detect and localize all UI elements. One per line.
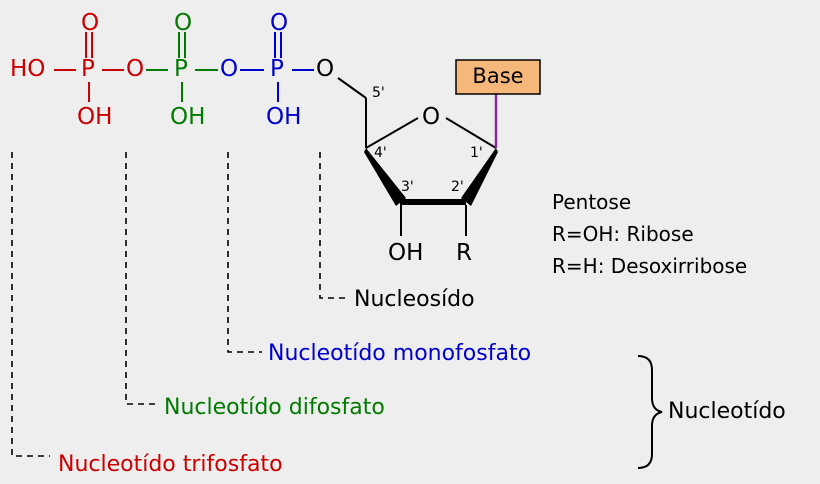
nucleotide-brace bbox=[637, 355, 663, 469]
p2-oxo-label: O bbox=[174, 10, 193, 36]
base-label: Base bbox=[472, 64, 524, 88]
dashed-guide-triphosphate bbox=[11, 152, 50, 457]
p1-oh-label: OH bbox=[77, 104, 113, 130]
pentose-title: Pentose bbox=[552, 190, 632, 214]
nucleotide-label: Nucleotído bbox=[668, 399, 786, 424]
diphosphate-label: Nucleotído difosfato bbox=[164, 395, 385, 420]
sugar-r-label: R bbox=[456, 240, 472, 266]
carbon-2-label: 2' bbox=[451, 179, 464, 195]
p3-oxo-label: O bbox=[270, 10, 289, 36]
bridge-o3-label: O bbox=[316, 56, 335, 82]
carbon-5-label: 5' bbox=[372, 85, 385, 101]
dashed-guide-diphosphate bbox=[125, 152, 158, 405]
bridge-o1-label: O bbox=[126, 56, 145, 82]
base-box bbox=[455, 59, 541, 95]
ho-label: HO bbox=[10, 56, 46, 82]
bond-c4-c3-wedge bbox=[364, 148, 406, 206]
triphosphate-label: Nucleotído trifosfato bbox=[58, 452, 283, 477]
sugar-oh-label: OH bbox=[388, 240, 424, 266]
pentose-ribose: R=OH: Ribose bbox=[552, 222, 694, 246]
pentose-deoxyribose: R=H: Desoxirribose bbox=[552, 254, 748, 278]
p1-phosphorus-label: P bbox=[81, 56, 95, 82]
bond-c2-c1-wedge bbox=[461, 148, 498, 206]
p2-oh-label: OH bbox=[170, 104, 206, 130]
dashed-guide-nucleoside bbox=[319, 152, 348, 299]
bond-ring-o-c1 bbox=[445, 117, 497, 149]
nucleoside-label: Nucleosído bbox=[354, 287, 475, 312]
p2-phosphorus-label: P bbox=[174, 56, 188, 82]
carbon-3-label: 3' bbox=[401, 179, 414, 195]
bond-o3-c5 bbox=[337, 77, 367, 99]
p3-oh-label: OH bbox=[266, 104, 302, 130]
p1-oxo-label: O bbox=[81, 10, 100, 36]
ring-oxygen-label: O bbox=[422, 104, 441, 130]
bridge-o2-label: O bbox=[220, 56, 239, 82]
carbon-4-label: 4' bbox=[374, 145, 387, 161]
bond-c4-ring-o bbox=[365, 117, 419, 149]
monophosphate-label: Nucleotído monofosfato bbox=[268, 341, 532, 366]
carbon-1-label: 1' bbox=[470, 145, 483, 161]
p3-phosphorus-label: P bbox=[270, 56, 284, 82]
dashed-guide-monophosphate bbox=[227, 152, 262, 353]
